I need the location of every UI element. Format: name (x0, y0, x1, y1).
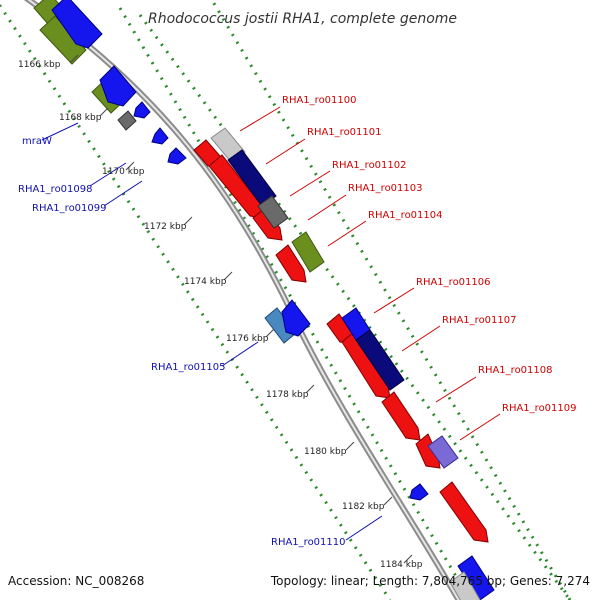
gene-track-forward-inner (193, 139, 489, 543)
guide-line-outer-left (0, 2, 392, 600)
forward-label-leaders (239, 106, 501, 441)
scale-ticks (69, 54, 413, 564)
gene-label-forward[interactable]: RHA1_ro01104 (368, 210, 443, 221)
gene-arrow[interactable] (151, 127, 169, 145)
gene-arrow[interactable] (275, 244, 307, 283)
gene-arrow[interactable] (355, 329, 405, 391)
gene-label-forward[interactable]: RHA1_ro01108 (478, 365, 553, 376)
gene-arrow[interactable] (51, 0, 103, 49)
map-title: Rhodococcus jostii RHA1, complete genome (148, 11, 457, 27)
genome-summary-text: Topology: linear; Length: 7,804,765 bp; … (270, 574, 590, 588)
gene-arrow[interactable] (39, 15, 87, 65)
gene-label-forward[interactable]: RHA1_ro01103 (348, 183, 423, 194)
gene-arrow[interactable] (291, 231, 325, 273)
gene-arrow[interactable] (99, 65, 137, 107)
gene-track-reverse-inner (51, 0, 429, 501)
scale-tick-label: 1170 kbp (102, 167, 145, 177)
guide-line-outer-right (210, 0, 572, 600)
gene-arrow[interactable] (415, 433, 441, 469)
gene-arrow[interactable] (133, 101, 151, 119)
gene-label-reverse[interactable]: mraW (22, 136, 52, 147)
scale-tick-label: 1178 kbp (266, 390, 309, 400)
scale-tick-label: 1182 kbp (342, 502, 385, 512)
gene-arrow[interactable] (117, 110, 137, 131)
gene-track-forward-outer (210, 127, 495, 600)
gene-label-forward[interactable]: RHA1_ro01102 (332, 160, 407, 171)
gene-arrow[interactable] (439, 481, 489, 543)
gene-arrow[interactable] (227, 149, 277, 207)
gene-label-forward[interactable]: RHA1_ro01107 (442, 315, 517, 326)
gene-label-reverse[interactable]: RHA1_ro01105 (151, 362, 226, 373)
genome-backbone-inner (27, 0, 460, 600)
gene-arrow[interactable] (449, 571, 481, 600)
gene-arrow[interactable] (257, 195, 289, 229)
gene-arrow[interactable] (427, 435, 459, 469)
scale-tick-label: 1180 kbp (304, 447, 347, 457)
gene-arrow[interactable] (381, 391, 421, 441)
accession-text: Accession: NC_008268 (8, 574, 144, 588)
scale-tick-label: 1166 kbp (18, 60, 61, 70)
gene-arrow[interactable] (167, 147, 187, 165)
genome-backbone-outer (23, 0, 463, 600)
scale-tick-label: 1174 kbp (184, 277, 227, 287)
gene-label-forward[interactable]: RHA1_ro01106 (416, 277, 491, 288)
gene-label-forward[interactable]: RHA1_ro01100 (282, 95, 357, 106)
reverse-label-leaders (41, 122, 383, 541)
gene-arrow[interactable] (409, 483, 429, 501)
gene-label-forward[interactable]: RHA1_ro01101 (307, 127, 382, 138)
gene-label-reverse[interactable]: RHA1_ro01110 (271, 537, 346, 548)
scale-tick-label: 1168 kbp (59, 113, 102, 123)
scale-tick-label: 1184 kbp (380, 560, 423, 570)
gene-label-reverse[interactable]: RHA1_ro01099 (32, 203, 107, 214)
scale-tick-label: 1172 kbp (144, 222, 187, 232)
gene-label-reverse[interactable]: RHA1_ro01098 (18, 184, 93, 195)
gene-label-forward[interactable]: RHA1_ro01109 (502, 403, 577, 414)
gene-arrow[interactable] (281, 299, 311, 337)
scale-tick-label: 1176 kbp (226, 334, 269, 344)
